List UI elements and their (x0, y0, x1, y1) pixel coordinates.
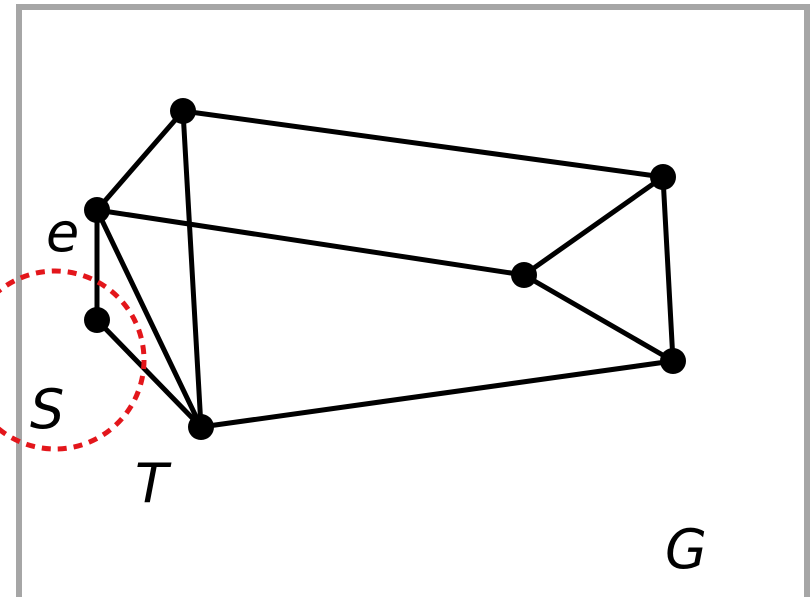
graph-edges (94, 108, 676, 430)
label-g: G (665, 518, 707, 581)
diagram-frame (16, 4, 810, 597)
edge-n5-n7 (521, 272, 676, 364)
node-n1 (170, 98, 196, 124)
node-n5 (511, 262, 537, 288)
label-e: e (46, 201, 79, 264)
edge-n1-n2 (94, 108, 186, 213)
node-n4 (188, 414, 214, 440)
label-s: S (30, 378, 64, 441)
edge-n6-n7 (660, 174, 676, 364)
graph-nodes (84, 98, 686, 440)
edge-n5-n6 (521, 174, 666, 278)
edge-n1-n6 (180, 108, 666, 180)
label-t: T (135, 452, 172, 515)
node-n6 (650, 164, 676, 190)
region-s-circle (0, 268, 147, 452)
node-n3 (84, 307, 110, 333)
node-n7 (660, 348, 686, 374)
node-n2 (84, 197, 110, 223)
edge-n2-n4 (94, 207, 204, 430)
edge-n4-n7 (198, 358, 676, 430)
edge-n1-n4 (180, 108, 204, 430)
edge-n2-n5 (94, 207, 527, 278)
edge-n3-n4 (94, 317, 204, 430)
